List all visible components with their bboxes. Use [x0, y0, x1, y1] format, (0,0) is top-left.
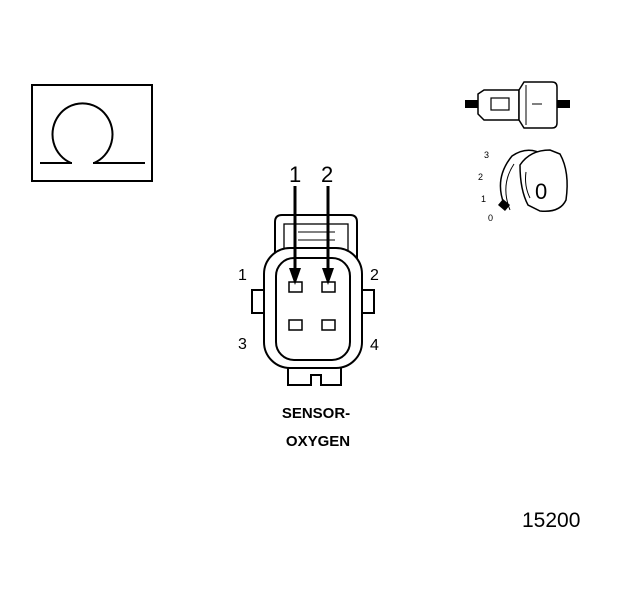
- probe-1-arrowhead: [289, 268, 301, 285]
- dial-label-1: 1: [481, 194, 486, 204]
- sensor-connector: [251, 214, 375, 386]
- connector-body-inner: [275, 257, 351, 361]
- dial-knob-shade: [525, 171, 531, 199]
- dial-label-0: 0: [488, 213, 493, 223]
- figure-number: 15200: [522, 509, 580, 532]
- connector-latch: [490, 97, 510, 111]
- dial-label-2: 2: [478, 172, 483, 182]
- probe-label-2: 2: [321, 162, 333, 187]
- component-label-line1: SENSOR-: [282, 405, 350, 422]
- component-label-line2: OXYGEN: [286, 433, 350, 450]
- dial-knob: [519, 149, 568, 213]
- meter-probes: 1 2: [289, 162, 334, 285]
- dial-pointer: [498, 199, 510, 211]
- wire-left-end: [465, 100, 478, 108]
- terminal-cavity-3: [288, 319, 303, 331]
- dial-arc: [499, 149, 545, 205]
- connector-female-half: [518, 81, 558, 129]
- ohmmeter-symbol: [31, 84, 153, 182]
- pin-label-1: 1: [238, 267, 247, 284]
- pin-label-4: 4: [370, 337, 379, 354]
- bottom-keys: [287, 364, 342, 386]
- dial-knob-label: 0: [535, 179, 547, 204]
- connector-icon: [465, 81, 570, 129]
- omega-icon: [51, 102, 114, 164]
- ohmmeter-box: [31, 84, 153, 182]
- dial-label-3: 3: [484, 150, 489, 160]
- selector-dial-icon: 3 2 1 0 0: [478, 149, 568, 223]
- terminal-cavity-4: [321, 319, 336, 331]
- pin-label-2: 2: [370, 267, 379, 284]
- pin-label-3: 3: [238, 336, 247, 353]
- probe-label-1: 1: [289, 162, 301, 187]
- probe-2-arrowhead: [322, 268, 334, 285]
- wire-right-end: [557, 100, 570, 108]
